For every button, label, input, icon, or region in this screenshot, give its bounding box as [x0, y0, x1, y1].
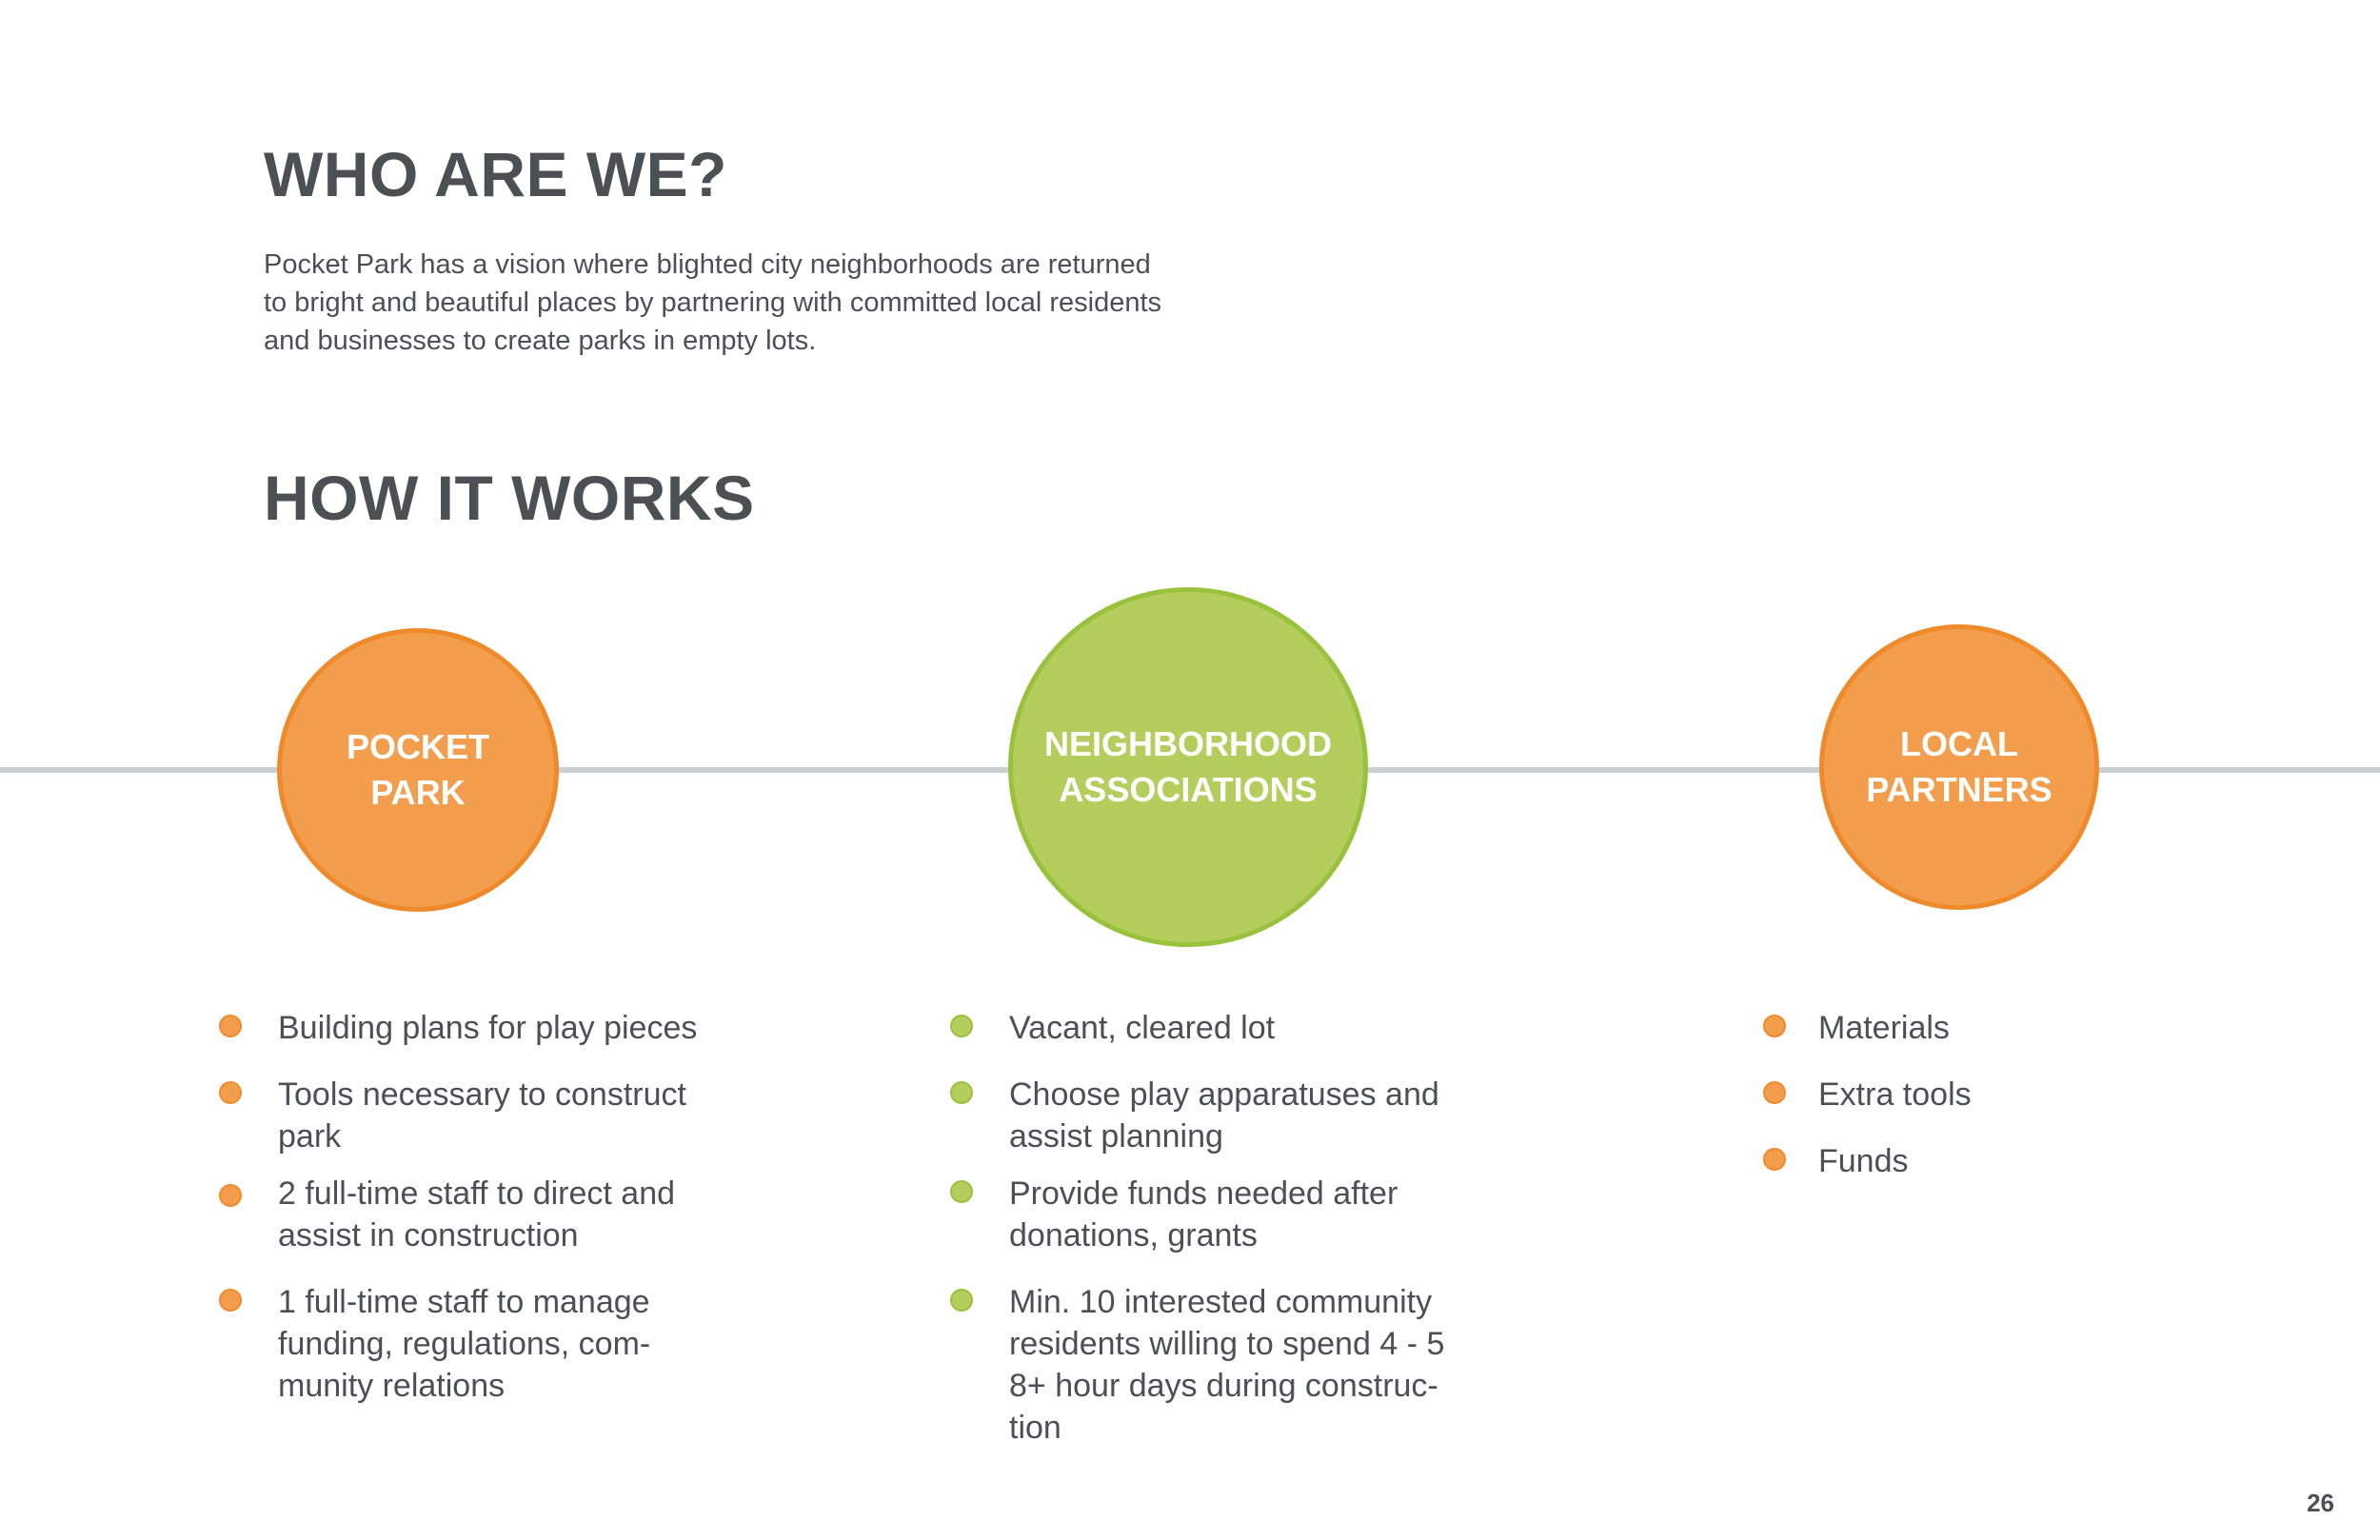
intro-paragraph: Pocket Park has a vision where blighted …: [264, 246, 1330, 360]
list-item-line: munity relations: [278, 1368, 506, 1404]
list-item-line: 2 full-time staff to direct and: [278, 1175, 676, 1212]
circle-label-line: LOCAL: [1900, 724, 2018, 763]
list-item-line: Tools necessary to construct: [278, 1076, 686, 1113]
circle-label-line: NEIGHBORHOOD: [1043, 724, 1332, 763]
list-item-line: Choose play apparatuses and: [1009, 1076, 1439, 1113]
orange-bullet-icon: [219, 1081, 242, 1104]
who-are-we-heading: WHO ARE WE?: [264, 139, 727, 209]
circle-label-line: PARK: [370, 773, 466, 812]
list-item-line: Min. 10 interested community: [1009, 1284, 1433, 1320]
intro-line: to bright and beautiful places by partne…: [264, 287, 1162, 318]
orange-bullet-icon: [1763, 1015, 1786, 1037]
pocket-park-circle: POCKET PARK: [277, 628, 559, 912]
list-item-line: Provide funds needed after: [1009, 1175, 1398, 1212]
list-item-line: assist in construction: [278, 1217, 579, 1254]
list-item-line: 1 full-time staff to manage: [278, 1284, 650, 1320]
list-item-line: Vacant, cleared lot: [1009, 1010, 1276, 1046]
circle-label-line: POCKET: [346, 727, 489, 766]
orange-bullet-icon: [219, 1015, 242, 1037]
circle-label-line: ASSOCIATIONS: [1059, 770, 1318, 809]
page-number: 26: [2307, 1489, 2334, 1517]
green-bullet-icon: [950, 1081, 973, 1104]
local-partners-circle: LOCAL PARTNERS: [1819, 624, 2099, 910]
intro-line: Pocket Park has a vision where blighted …: [264, 249, 1151, 280]
list-item-line: tion: [1009, 1410, 1061, 1446]
neighborhood-associations-circle: NEIGHBORHOOD ASSOCIATIONS: [1008, 587, 1368, 947]
how-it-works-heading: HOW IT WORKS: [264, 463, 755, 533]
list-item-line: Building plans for play pieces: [278, 1010, 698, 1046]
list-item-line: residents willing to spend 4 - 5: [1009, 1326, 1445, 1362]
list-item-line: Materials: [1818, 1010, 1950, 1046]
orange-bullet-icon: [1763, 1148, 1786, 1171]
circle-label-line: PARTNERS: [1866, 770, 2053, 809]
list-item-line: park: [278, 1118, 342, 1155]
orange-bullet-icon: [1763, 1081, 1786, 1104]
green-bullet-icon: [950, 1289, 973, 1312]
list-item-line: Funds: [1818, 1143, 1909, 1179]
list-item-line: 8+ hour days during construc-: [1009, 1368, 1438, 1404]
green-bullet-icon: [950, 1180, 973, 1203]
green-bullet-icon: [950, 1015, 973, 1037]
orange-bullet-icon: [219, 1184, 242, 1207]
list-item-line: Extra tools: [1818, 1076, 1972, 1113]
list-item-line: assist planning: [1009, 1118, 1223, 1155]
list-item-line: funding, regulations, com-: [278, 1326, 651, 1362]
intro-line: and businesses to create parks in empty …: [264, 326, 817, 356]
list-item-line: donations, grants: [1009, 1217, 1258, 1254]
orange-bullet-icon: [219, 1289, 242, 1312]
